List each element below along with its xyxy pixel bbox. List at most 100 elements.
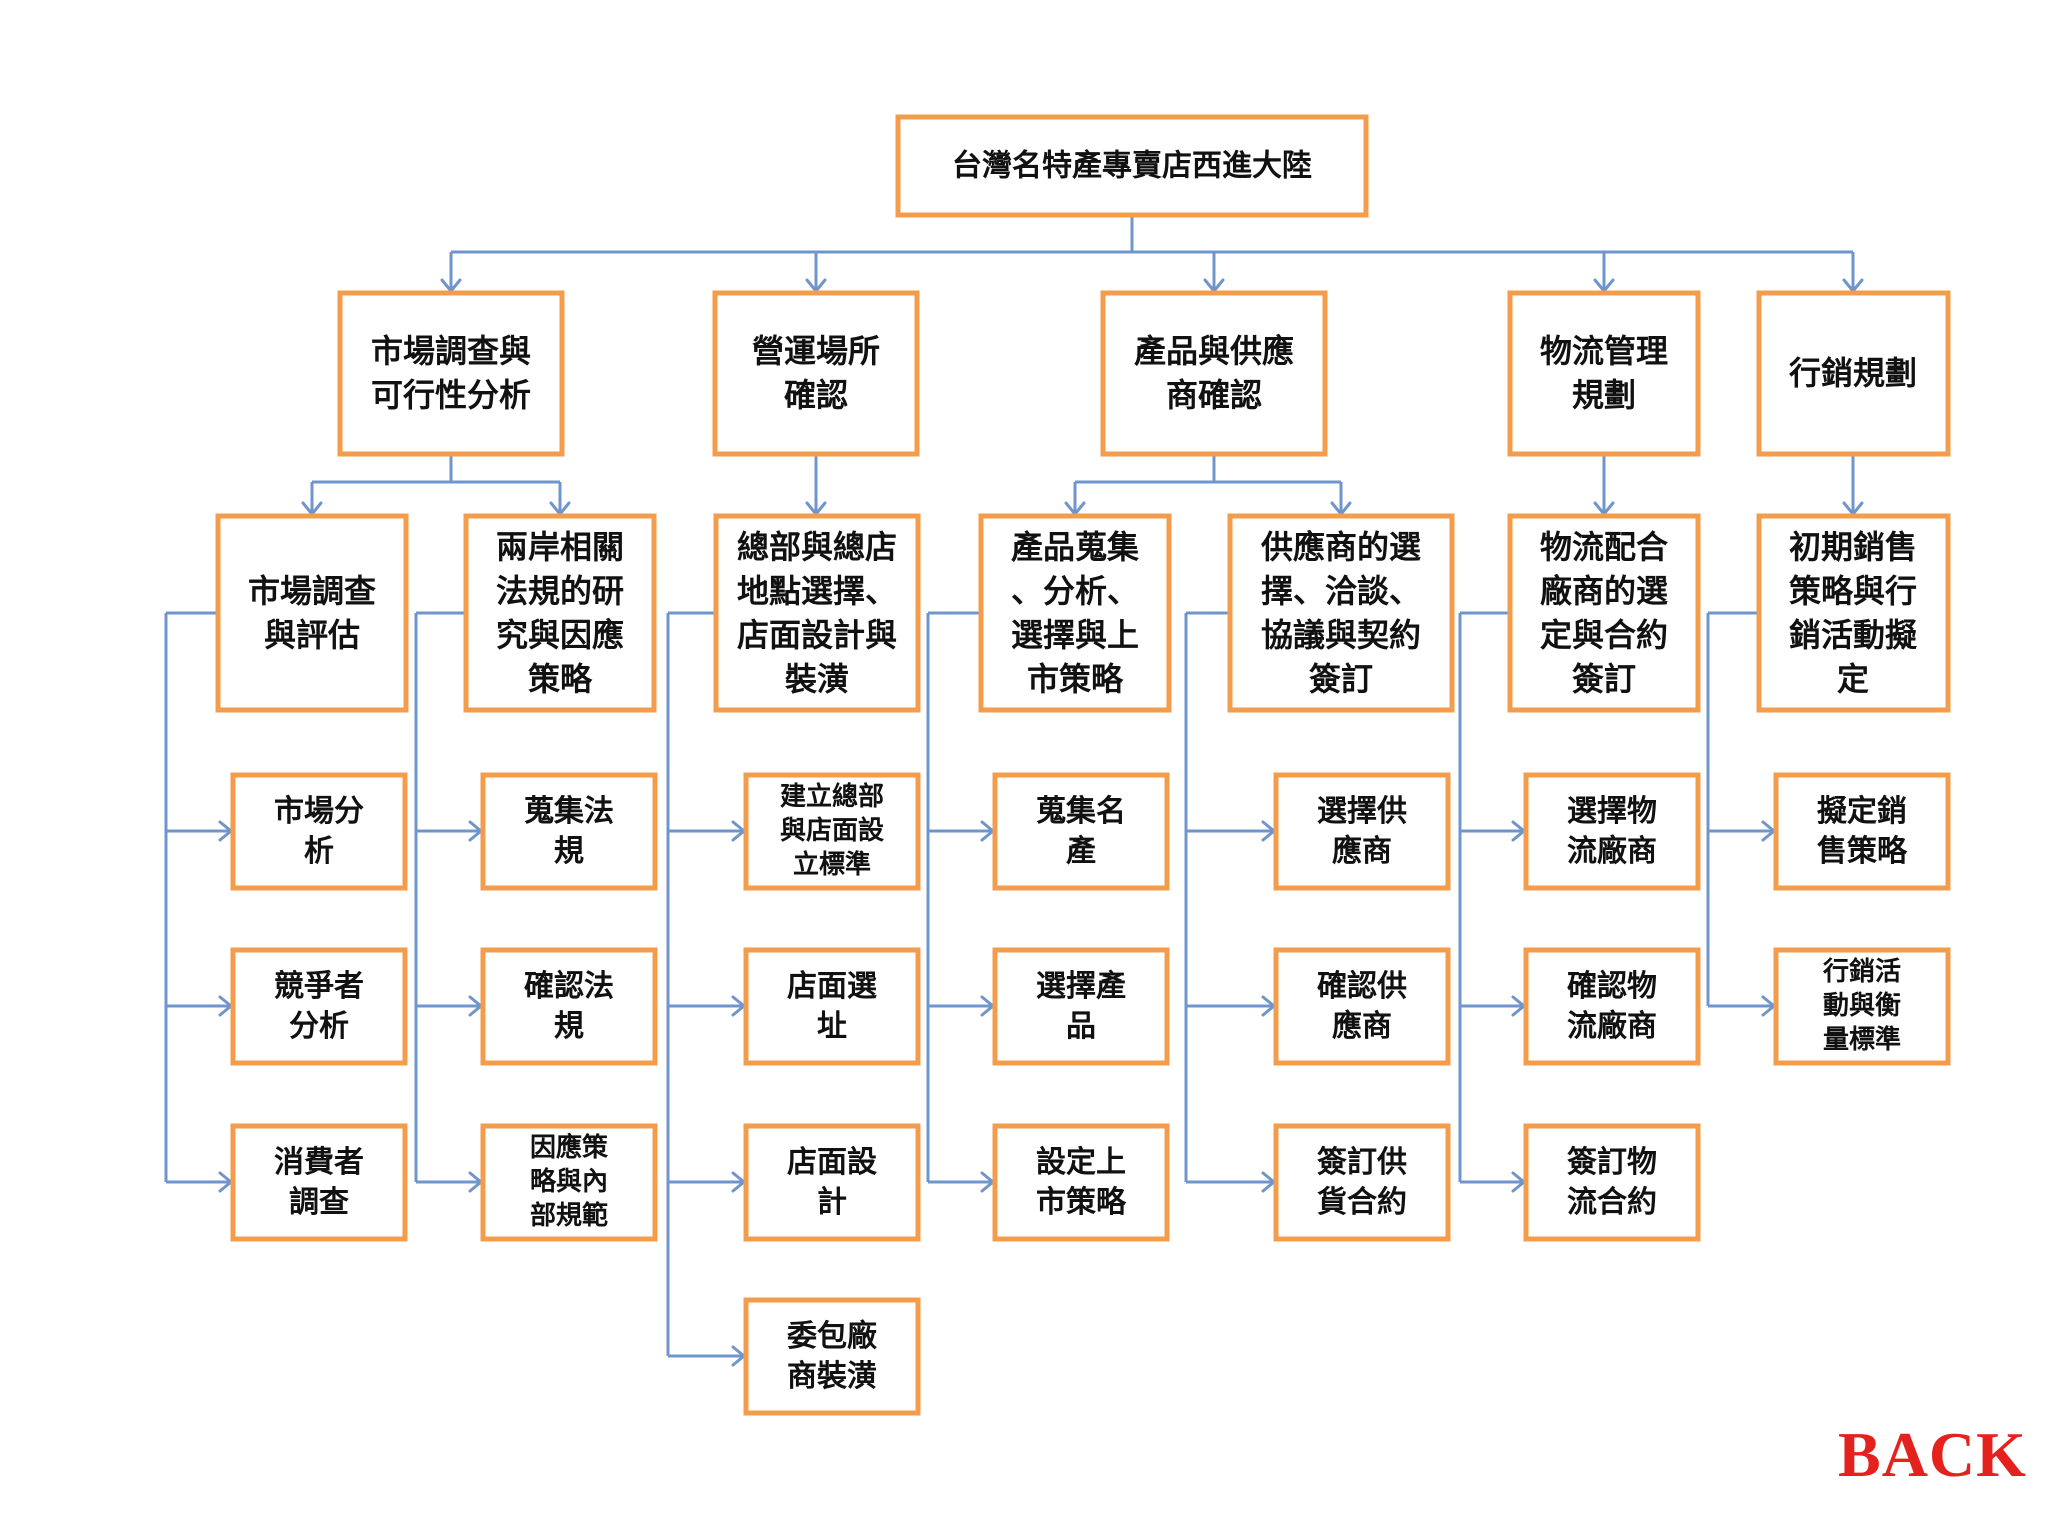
node-label-line: 商確認 bbox=[1166, 376, 1262, 414]
sub-logistics-partner: 物流配合廠商的選定與合約簽訂 bbox=[1507, 513, 1701, 713]
node-label-line: 供應商的選 bbox=[1261, 528, 1421, 566]
node-label-line: 策略與行 bbox=[1789, 572, 1917, 610]
node-label-line: 委包廠 bbox=[787, 1319, 877, 1354]
leaf-market-analysis-label: 市場分析 bbox=[274, 794, 364, 869]
node-label-line: 競爭者 bbox=[274, 969, 364, 1004]
leaf-consumer-survey: 消費者調查 bbox=[230, 1123, 408, 1242]
node-label-line: 市策略 bbox=[1027, 660, 1124, 698]
node-label-line: 略與內 bbox=[530, 1166, 608, 1197]
leaf-collect-regulations: 蒐集法規 bbox=[480, 772, 658, 891]
connector-lines bbox=[164, 215, 1864, 1367]
node-label-line: 與店面設 bbox=[780, 815, 885, 846]
sub-supplier-contract-label: 供應商的選擇、洽談、協議與契約簽訂 bbox=[1261, 528, 1421, 698]
node-label-line: 商裝潢 bbox=[787, 1359, 877, 1394]
leaf-store-site-label: 店面選址 bbox=[787, 969, 877, 1044]
node-label-line: 部規範 bbox=[530, 1200, 608, 1231]
sub-supplier-contract: 供應商的選擇、洽談、協議與契約簽訂 bbox=[1227, 513, 1455, 713]
leaf-confirm-logistics: 確認物流廠商 bbox=[1523, 947, 1701, 1066]
leaf-collect-specialties-label: 蒐集名產 bbox=[1036, 794, 1126, 869]
node-label-line: 分析 bbox=[289, 1009, 349, 1044]
node-label-line: 簽訂物 bbox=[1567, 1145, 1657, 1180]
node-label-line: 選擇與上 bbox=[1011, 616, 1139, 654]
leaf-competitor-analysis-label: 競爭者分析 bbox=[274, 969, 364, 1044]
leaf-consumer-survey-label: 消費者調查 bbox=[274, 1145, 364, 1220]
branch-market-research: 市場調查與可行性分析 bbox=[337, 290, 565, 457]
node-label-line: 物流管理 bbox=[1540, 332, 1668, 370]
node-label-line: 計 bbox=[817, 1185, 847, 1220]
node-label-line: 規 bbox=[554, 1009, 584, 1044]
node-label-line: 選擇物 bbox=[1567, 794, 1657, 829]
node-label-line: 市策略 bbox=[1036, 1185, 1127, 1220]
node-label-line: 裝潢 bbox=[784, 660, 849, 698]
node-label-line: 市場調查 bbox=[248, 572, 376, 610]
leaf-marketing-metrics-label: 行銷活動與衡量標準 bbox=[1822, 956, 1901, 1055]
node-label-line: 市場分 bbox=[274, 794, 364, 829]
node-label-line: 應商 bbox=[1332, 1009, 1392, 1044]
node-label-line: 確認 bbox=[784, 376, 848, 414]
leaf-select-products-label: 選擇產品 bbox=[1036, 969, 1126, 1044]
node-label-line: 動與衡 bbox=[1823, 990, 1901, 1021]
leaf-launch-strategy-label: 設定上市策略 bbox=[1036, 1145, 1127, 1220]
sub-market-survey-label: 市場調查與評估 bbox=[248, 572, 376, 654]
root-node-label: 台灣名特產專賣店西進大陸 bbox=[952, 149, 1312, 184]
node-label-line: 因應策 bbox=[530, 1132, 608, 1163]
leaf-contractor-renovation: 委包廠商裝潢 bbox=[743, 1297, 921, 1416]
node-label-line: 店面設 bbox=[787, 1145, 877, 1180]
node-label-line: 與評估 bbox=[264, 616, 360, 654]
node-label-line: 簽訂 bbox=[1572, 660, 1636, 698]
node-label-line: 確認物 bbox=[1567, 969, 1657, 1004]
node-label-line: 擇、洽談、 bbox=[1261, 572, 1421, 610]
node-label-line: 流廠商 bbox=[1567, 834, 1657, 869]
node-label-line: 廠商的選 bbox=[1540, 572, 1668, 610]
leaf-confirm-logistics-label: 確認物流廠商 bbox=[1567, 969, 1657, 1044]
leaf-confirm-suppliers-label: 確認供應商 bbox=[1317, 969, 1407, 1044]
node-label-line: 設定上 bbox=[1036, 1145, 1126, 1180]
node-label-line: 址 bbox=[817, 1009, 847, 1044]
node-label-line: 調查 bbox=[289, 1185, 349, 1220]
node-label-line: 兩岸相關 bbox=[496, 528, 624, 566]
node-label-line: 定與合約 bbox=[1540, 616, 1668, 654]
leaf-store-standards-label: 建立總部與店面設立標準 bbox=[780, 781, 885, 880]
leaf-store-design-label: 店面設計 bbox=[787, 1145, 877, 1220]
node-label-line: 確認供 bbox=[1317, 969, 1407, 1004]
node-label-line: 策略 bbox=[528, 660, 593, 698]
leaf-store-design: 店面設計 bbox=[743, 1123, 921, 1242]
branch-logistics-planning: 物流管理規劃 bbox=[1507, 290, 1701, 457]
node-label-line: 定 bbox=[1837, 660, 1869, 698]
node-label-line: 產 bbox=[1066, 834, 1096, 869]
node-label-line: 營運場所 bbox=[752, 332, 880, 370]
node-label-line: 流廠商 bbox=[1567, 1009, 1657, 1044]
back-link[interactable]: BACK bbox=[1838, 1419, 2027, 1490]
leaf-supply-contract: 簽訂供貨合約 bbox=[1273, 1123, 1451, 1242]
node-label-line: 物流配合 bbox=[1540, 528, 1668, 566]
leaf-store-site: 店面選址 bbox=[743, 947, 921, 1066]
sub-hq-store-setup-label: 總部與總店地點選擇、店面設計與裝潢 bbox=[737, 528, 897, 698]
leaf-response-policy-label: 因應策略與內部規範 bbox=[530, 1132, 608, 1231]
node-label-line: 行銷活 bbox=[1822, 956, 1901, 987]
sub-regulation-study: 兩岸相關法規的研究與因應策略 bbox=[463, 513, 657, 713]
leaf-supply-contract-label: 簽訂供貨合約 bbox=[1317, 1145, 1407, 1220]
node-label-line: 產品蒐集 bbox=[1011, 528, 1139, 566]
node-label-line: 蒐集法 bbox=[524, 794, 614, 829]
leaf-marketing-metrics: 行銷活動與衡量標準 bbox=[1773, 947, 1951, 1066]
leaf-collect-specialties: 蒐集名產 bbox=[992, 772, 1170, 891]
branch-venue-confirmation-label: 營運場所確認 bbox=[752, 332, 880, 414]
node-label-line: 貨合約 bbox=[1317, 1185, 1407, 1220]
node-label-line: 立標準 bbox=[793, 849, 871, 880]
sub-logistics-partner-label: 物流配合廠商的選定與合約簽訂 bbox=[1540, 528, 1668, 698]
node-label-line: 產品與供應 bbox=[1134, 332, 1294, 370]
node-label-line: 應商 bbox=[1332, 834, 1392, 869]
node-label-line: 規劃 bbox=[1572, 376, 1636, 414]
leaf-contractor-renovation-label: 委包廠商裝潢 bbox=[787, 1319, 877, 1394]
leaf-logistics-contract: 簽訂物流合約 bbox=[1523, 1123, 1701, 1242]
node-label-line: 法規的研 bbox=[496, 572, 624, 610]
node-label-line: 選擇供 bbox=[1317, 794, 1407, 829]
leaf-response-policy: 因應策略與內部規範 bbox=[480, 1123, 658, 1242]
sub-hq-store-setup: 總部與總店地點選擇、店面設計與裝潢 bbox=[713, 513, 921, 713]
leaf-define-sales-strategy-label: 擬定銷售策略 bbox=[1817, 794, 1908, 869]
node-label-line: 究與因應 bbox=[496, 616, 624, 654]
sub-regulation-study-label: 兩岸相關法規的研究與因應策略 bbox=[496, 528, 624, 698]
branch-product-supplier: 產品與供應商確認 bbox=[1100, 290, 1328, 457]
node-label-line: 銷活動擬 bbox=[1789, 616, 1917, 654]
leaf-select-suppliers: 選擇供應商 bbox=[1273, 772, 1451, 891]
